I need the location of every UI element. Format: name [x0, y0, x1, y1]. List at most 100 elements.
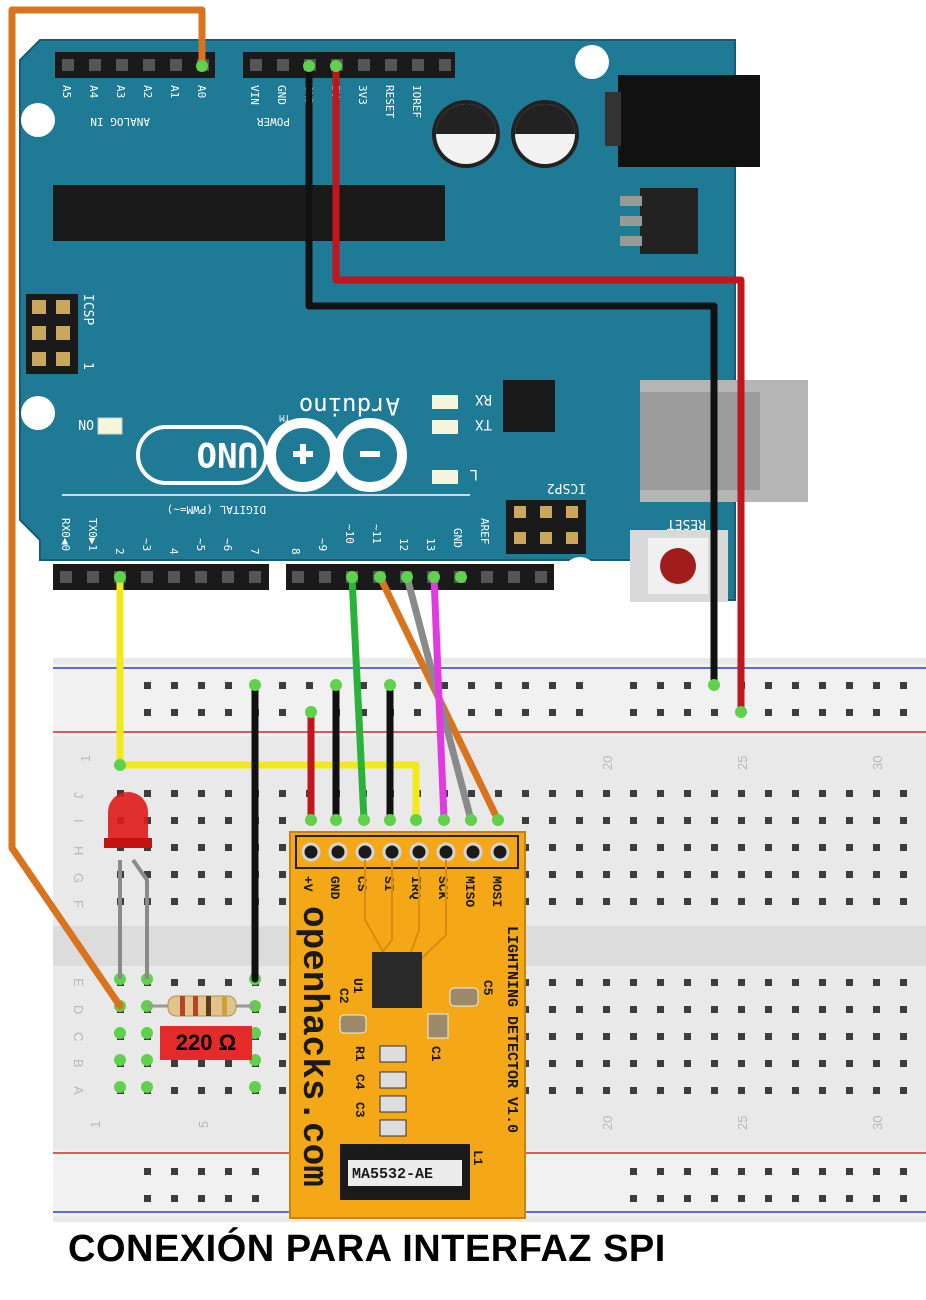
- pin-label: TX0▶1: [86, 518, 99, 551]
- pin-label: GND: [451, 528, 464, 548]
- arduino-logo-text: Arduino: [299, 392, 400, 420]
- atmega-chip: [53, 185, 445, 241]
- tx-led: [432, 420, 458, 434]
- component-label: U1: [350, 978, 365, 994]
- led: [104, 792, 152, 979]
- digital-header-low: [53, 564, 269, 590]
- pin-label: AREF: [478, 518, 491, 545]
- power-label: POWER: [257, 115, 290, 128]
- icsp2-label: ICSP2: [547, 480, 586, 495]
- wire-sck: [430, 573, 448, 824]
- resistor-value-label: 220 Ω: [160, 1026, 252, 1060]
- wire-cs: [348, 573, 368, 824]
- coil-part-label: MA5532-AE: [352, 1166, 433, 1183]
- component-label: C1: [428, 1046, 443, 1062]
- module-pin-label: CS: [354, 876, 369, 892]
- arduino-logo: Arduino TM UNO: [136, 392, 407, 492]
- component-label: C3: [352, 1102, 367, 1118]
- arduino-uno-board: A5 A4 A3 A2 A1 A0 ANALOG IN VIN GND GND …: [19, 39, 808, 602]
- power-jack: [618, 75, 760, 167]
- mounting-hole: [21, 103, 55, 137]
- analog-in-label: ANALOG IN: [90, 115, 150, 128]
- module-pin-label: MOSI: [489, 876, 504, 907]
- module-pin-label: SI: [381, 876, 396, 892]
- pin-label: A5: [60, 85, 73, 98]
- icsp2-header: [506, 500, 586, 554]
- pin-label: A1: [168, 85, 181, 98]
- capacitor: [432, 100, 500, 168]
- column-number: 30: [870, 1116, 885, 1130]
- pin-label: ~9: [316, 538, 329, 551]
- capacitor: [511, 100, 579, 168]
- column-number: 5: [196, 1121, 211, 1128]
- row-letter: C: [71, 1032, 86, 1041]
- l-led: [432, 470, 458, 484]
- pin-label: A0: [195, 85, 208, 98]
- wire-gnd: [305, 62, 718, 689]
- pin-label: 3V3: [356, 85, 369, 105]
- column-number: 25: [735, 756, 750, 770]
- l-label: L: [470, 466, 478, 482]
- component-label: C5: [480, 980, 495, 996]
- row-letter: I: [71, 819, 86, 823]
- lightning-detector-module: +V GND CS SI IRQ SCK MISO MOSI LIGHTNING…: [289, 831, 526, 1219]
- component-label: L1: [470, 1150, 485, 1166]
- pin-label: A2: [141, 85, 154, 98]
- row-letter: F: [71, 900, 86, 908]
- icsp-label: ICSP: [80, 294, 95, 325]
- tm-mark: TM: [279, 412, 290, 422]
- rx-led: [432, 395, 458, 409]
- row-letter: D: [71, 1005, 86, 1014]
- pin-label: A3: [114, 85, 127, 98]
- smd-components: [339, 987, 479, 1137]
- module-brand: openhacks.com: [293, 906, 334, 1187]
- pin-label: 13: [424, 538, 437, 551]
- column-number: 30: [870, 756, 885, 770]
- row-letter: B: [71, 1059, 86, 1068]
- pin-label: ~11: [370, 524, 383, 544]
- column-number: 25: [735, 1116, 750, 1130]
- pin-label: IOREF: [410, 85, 423, 118]
- module-pin-label: IRQ: [408, 876, 423, 900]
- row-letter: A: [71, 1086, 86, 1095]
- voltage-regulator: [640, 188, 698, 254]
- column-number: 20: [600, 1116, 615, 1130]
- reset-label: RESET: [667, 516, 706, 531]
- rx-label: RX: [475, 391, 492, 407]
- wire-a0: [8, 6, 206, 1010]
- pin-label: RX0◀0: [59, 518, 72, 551]
- row-letter: E: [71, 978, 86, 987]
- module-pin-label: SCK: [435, 876, 450, 900]
- on-label: ON: [78, 416, 94, 431]
- module-pin-label: GND: [327, 876, 342, 900]
- pin-label: 8: [289, 548, 302, 555]
- pin-label: ~10: [343, 524, 356, 544]
- component-label: C4: [352, 1074, 367, 1090]
- analog-header: [55, 52, 215, 78]
- pin-label: 4: [167, 548, 180, 555]
- digital-label: DIGITAL (PWM=~): [167, 503, 266, 516]
- mounting-hole: [575, 45, 609, 79]
- resistor: [147, 995, 255, 1017]
- tx-label: TX: [475, 416, 492, 432]
- row-letter: G: [71, 873, 86, 883]
- pin-label: 7: [248, 548, 261, 555]
- mounting-hole: [21, 396, 55, 430]
- component-label: C2: [336, 988, 351, 1004]
- wire-5v: [332, 62, 745, 716]
- pin-label: 12: [397, 538, 410, 551]
- as3935-chip: [372, 952, 422, 1008]
- on-led: [97, 417, 123, 435]
- pin-label: GND: [275, 85, 288, 105]
- usb-chip: [503, 380, 555, 432]
- diagram-caption: CONEXIÓN PARA INTERFAZ SPI: [68, 1228, 666, 1270]
- wire-irq: [116, 573, 420, 824]
- pin-label: ~6: [221, 538, 234, 551]
- pin-label: A4: [87, 85, 100, 99]
- pin1-label: 1: [80, 362, 95, 370]
- column-number: 1: [78, 755, 93, 762]
- component-label: R1: [352, 1046, 367, 1062]
- pin-label: RESET: [383, 85, 396, 118]
- mounting-hole: [563, 557, 597, 591]
